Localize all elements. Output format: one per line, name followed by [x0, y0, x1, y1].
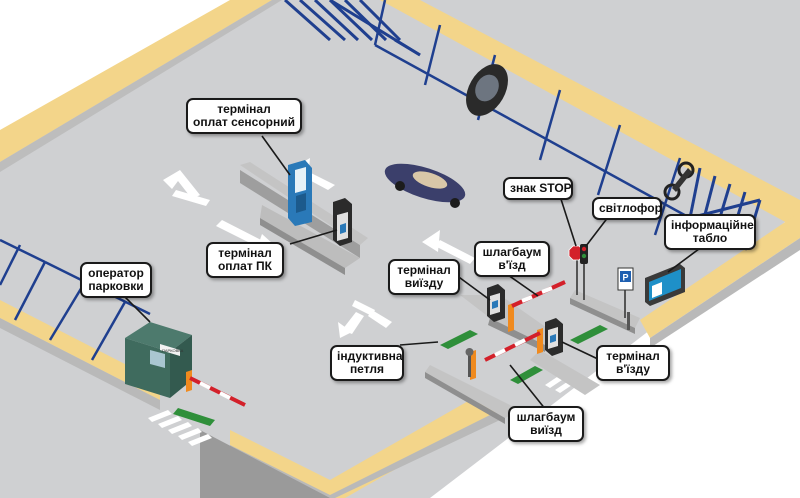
- loop-middle: [510, 366, 543, 384]
- road-bottom-edge: [200, 430, 330, 498]
- label-traffic-light: світлофор: [592, 197, 662, 220]
- information-board: [645, 264, 685, 306]
- curb-right: [640, 212, 800, 338]
- parking-sign: P: [617, 267, 634, 318]
- barrier-booth: [189, 376, 246, 407]
- bollards: [465, 312, 630, 377]
- touch-payment-terminal: [288, 160, 312, 226]
- label-inductive-loop: індуктивна петля: [330, 345, 404, 381]
- curb-left-strip: [0, 300, 160, 400]
- loop-right: [570, 325, 608, 344]
- loop-upper: [440, 330, 478, 349]
- operator-booth: ПАРКОВКА: [125, 322, 192, 398]
- curb-top-right: [380, 0, 800, 230]
- arrow-split: [352, 300, 375, 316]
- booth-sign-text: ПАРКОВКА: [162, 348, 184, 353]
- pc-payment-terminal: [333, 198, 352, 246]
- motorcycle: [663, 161, 695, 201]
- traffic-light: [580, 244, 588, 300]
- median-entry: [530, 350, 600, 395]
- entry-terminal: [545, 318, 563, 356]
- arrow-mid-centre: [435, 240, 475, 264]
- zebra-crossing-left: [148, 410, 212, 446]
- arrow-mid-left: [216, 220, 265, 248]
- barrier-exit-arm: [484, 331, 541, 362]
- label-entry-barrier: шлагбаум в'їзд: [474, 241, 550, 277]
- label-exit-barrier: шлагбаум виїзд: [508, 406, 584, 442]
- label-touch-payment-terminal: термінал оплат сенсорний: [186, 98, 302, 134]
- barrier-housings: [470, 303, 543, 380]
- curb-top-left-side: [0, 0, 282, 172]
- arrow-upper-left: [163, 170, 200, 199]
- parking-sign-letter: P: [623, 273, 629, 283]
- car-parked-top: [466, 64, 508, 116]
- label-pc-payment-terminal: термінал оплат ПК: [206, 242, 284, 278]
- curb-right-side: [650, 238, 800, 348]
- label-entry-terminal: термінал в'їзду: [596, 345, 670, 381]
- label-parking-operator: оператор парковки: [80, 262, 152, 298]
- inductive-loops: [173, 325, 608, 426]
- exit-terminal: [487, 284, 505, 322]
- median-right: [570, 290, 640, 334]
- loop-left: [173, 408, 215, 426]
- label-exit-terminal: термінал виїзду: [388, 259, 460, 295]
- curb-bottom: [230, 400, 500, 498]
- barrier-entry-arm: [511, 280, 566, 308]
- median-lower: [425, 365, 520, 424]
- label-information-board: інформаційне табло: [664, 214, 756, 250]
- median-middle: [460, 295, 550, 352]
- road-arrows: [163, 158, 475, 338]
- label-stop-sign: знак STOP: [503, 177, 573, 200]
- car-convertible: [384, 163, 466, 208]
- curb-left-strip-side: [0, 318, 160, 410]
